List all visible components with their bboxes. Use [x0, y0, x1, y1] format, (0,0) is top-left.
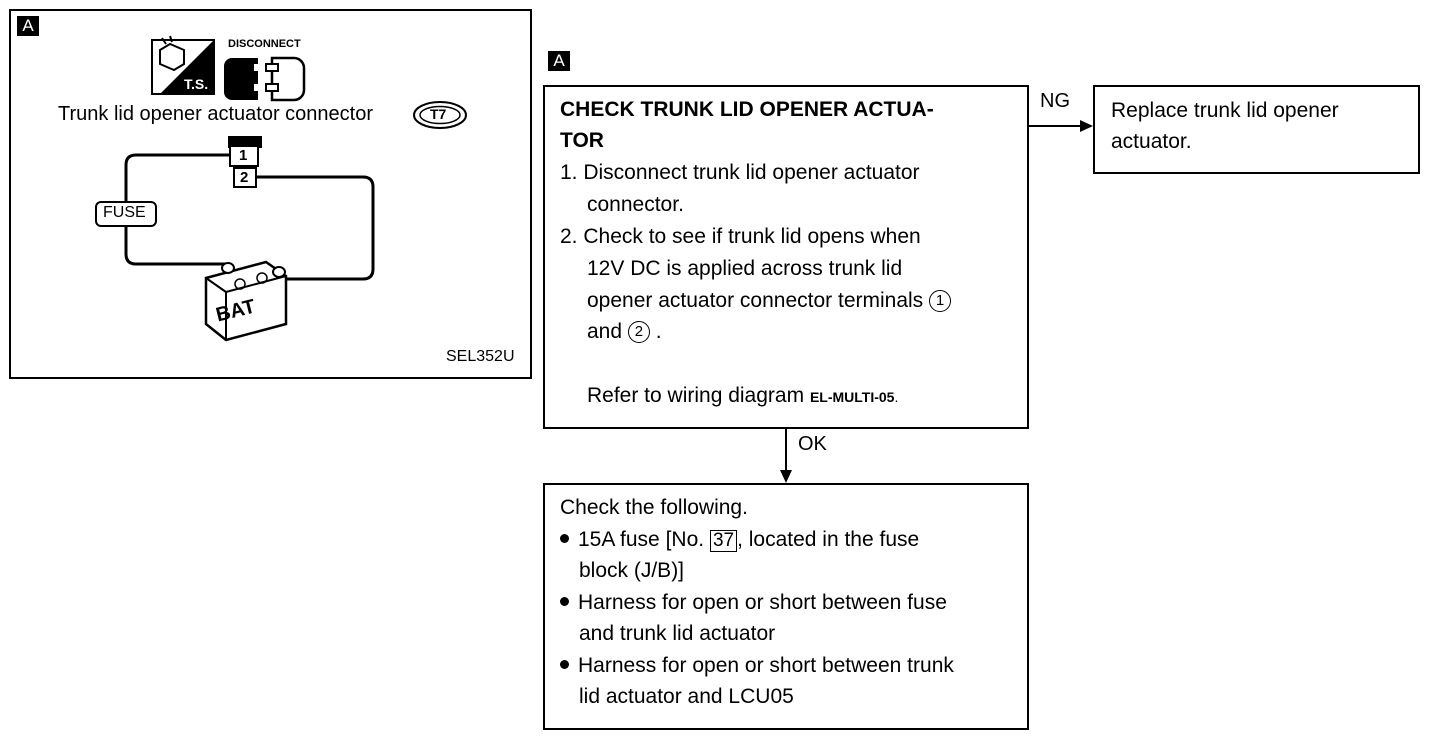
- ok-label: OK: [798, 433, 827, 455]
- ng-label: NG: [1040, 90, 1070, 112]
- ok-item3-line1: Harness for open or short between trunk: [560, 650, 954, 681]
- battery-icon: [204, 260, 288, 342]
- ok-item1-prefix: 15A fuse [No.: [578, 528, 705, 551]
- flow-badge: A: [548, 51, 570, 71]
- terminal-1-symbol: 1: [929, 290, 952, 312]
- terminal-2-symbol: 2: [627, 321, 650, 343]
- refer-code: EL-MULTI-05: [809, 389, 895, 405]
- ng-arrow: [1029, 120, 1093, 132]
- disconnect-icon: [224, 56, 306, 102]
- ok-arrow: [780, 429, 792, 483]
- connector-id-inner-oval: [419, 105, 461, 125]
- step1-line2: connector.: [587, 193, 684, 216]
- connector-id-label: T7: [430, 106, 447, 122]
- test-symbol-icon: [151, 35, 215, 95]
- ok-item1-line1: 15A fuse [No. 37, located in the fuse: [560, 524, 919, 555]
- bullet-icon: [560, 660, 569, 669]
- fuse-label: FUSE: [103, 204, 146, 221]
- step2-line4-suffix: .: [655, 320, 662, 343]
- disconnect-label: DISCONNECT: [228, 38, 301, 50]
- step2-line2: 12V DC is applied across trunk lid: [587, 257, 903, 280]
- step1-line1: 1. Disconnect trunk lid opener actuator: [560, 161, 920, 184]
- wire-terminal2-to-battery: [256, 175, 375, 281]
- ok-item3-text: Harness for open or short between trunk: [578, 654, 954, 677]
- ng-result-box: [1093, 85, 1420, 174]
- step2-line3-text: opener actuator connector terminals: [587, 289, 924, 312]
- ok-item1-suffix: , located in the fuse: [737, 528, 920, 551]
- figure-badge: A: [17, 16, 39, 36]
- refer-prefix: Refer to wiring diagram: [587, 384, 805, 407]
- ts-label: T.S.: [184, 76, 209, 92]
- refer-suffix: .: [894, 389, 899, 405]
- ng-result-line2: actuator.: [1111, 130, 1192, 153]
- fuse-box: [95, 201, 157, 227]
- connector-caption: Trunk lid opener actuator connector: [58, 103, 373, 125]
- fuse-number: 37: [709, 530, 738, 552]
- ok-result-box: [543, 483, 1029, 730]
- check-title-line1: CHECK TRUNK LID OPENER ACTUA-: [560, 98, 934, 121]
- ok-item3-line2: lid actuator and LCU05: [579, 685, 794, 708]
- ng-result-line1: Replace trunk lid opener: [1111, 99, 1339, 122]
- check-title-line2: TOR: [560, 129, 604, 152]
- ok-line1: Check the following.: [560, 496, 748, 519]
- ok-item2-line2: and trunk lid actuator: [579, 622, 776, 645]
- ok-item1-line2: block (J/B)]: [579, 559, 685, 582]
- step2-line3: opener actuator connector terminals 1: [587, 285, 952, 316]
- ok-item2-text: Harness for open or short between fuse: [578, 591, 947, 614]
- step2-line4: and 2 .: [587, 316, 662, 347]
- figure-code: SEL352U: [446, 348, 515, 365]
- step2-line1: 2. Check to see if trunk lid opens when: [560, 225, 921, 248]
- step2-line4-prefix: and: [587, 320, 623, 343]
- terminal-1-label: 1: [239, 147, 248, 164]
- bullet-icon: [560, 597, 569, 606]
- terminal-2-label: 2: [240, 169, 249, 186]
- refer-line: Refer to wiring diagram EL-MULTI-05.: [587, 380, 898, 413]
- check-step-box: [543, 85, 1029, 429]
- bullet-icon: [560, 534, 569, 543]
- ok-item2-line1: Harness for open or short between fuse: [560, 587, 947, 618]
